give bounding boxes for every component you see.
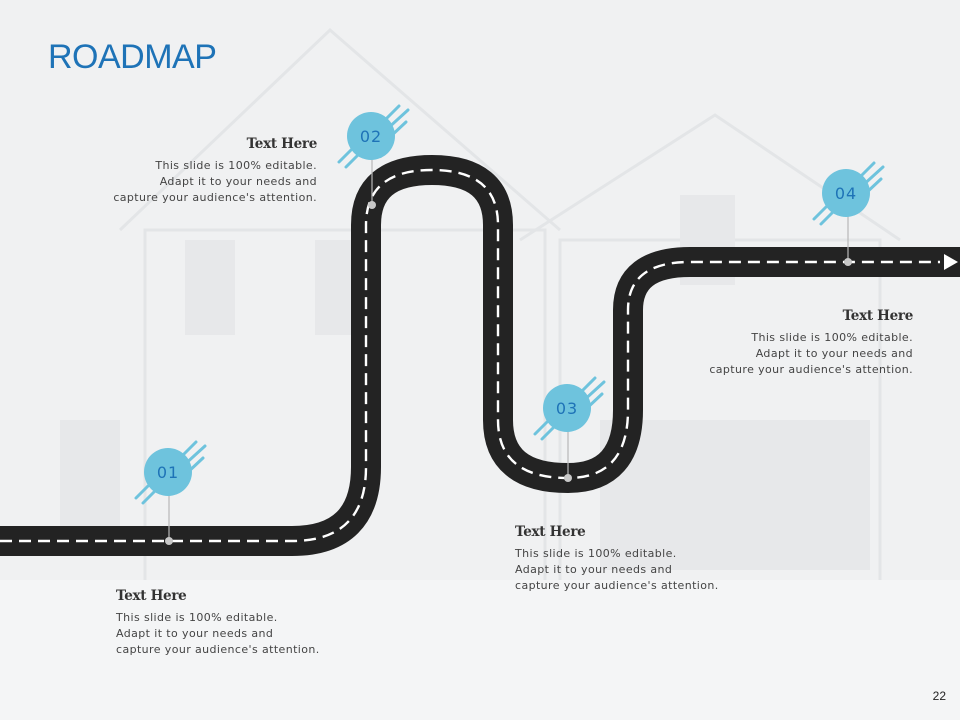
step-text-line: capture your audience's attention. bbox=[113, 191, 317, 204]
step-text-line: This slide is 100% editable. bbox=[515, 547, 677, 560]
step-text-line: Adapt it to your needs and bbox=[159, 175, 317, 188]
page-number: 22 bbox=[932, 689, 946, 703]
step-text-line: This slide is 100% editable. bbox=[116, 611, 278, 624]
step-number: 04 bbox=[835, 184, 857, 203]
step-number: 03 bbox=[556, 399, 578, 418]
step-text-line: This slide is 100% editable. bbox=[751, 331, 913, 344]
splash-icon bbox=[134, 440, 207, 505]
step-heading: Text Here bbox=[246, 136, 318, 152]
step-number: 02 bbox=[360, 127, 382, 146]
road-lane-markings bbox=[0, 168, 940, 543]
splash-icon bbox=[812, 161, 885, 226]
step-card-04: Text Here This slide is 100% editable. A… bbox=[613, 308, 913, 378]
step-text-line: This slide is 100% editable. bbox=[155, 159, 317, 172]
step-text-line: Adapt it to your needs and bbox=[755, 347, 913, 360]
step-text-line: capture your audience's attention. bbox=[709, 363, 913, 376]
slide-title: ROADMAP bbox=[48, 38, 217, 76]
step-text-line: capture your audience's attention. bbox=[515, 579, 719, 592]
step-heading: Text Here bbox=[116, 588, 187, 604]
step-marker-04[interactable]: 04 bbox=[812, 161, 885, 266]
splash-icon bbox=[337, 104, 410, 169]
step-text-line: capture your audience's attention. bbox=[116, 643, 320, 656]
step-marker-03[interactable]: 03 bbox=[533, 376, 606, 482]
step-card-02: Text Here This slide is 100% editable. A… bbox=[17, 136, 317, 206]
splash-icon bbox=[533, 376, 606, 441]
step-card-01: Text Here This slide is 100% editable. A… bbox=[116, 588, 416, 658]
step-marker-01[interactable]: 01 bbox=[134, 440, 207, 545]
road-end-arrow-icon bbox=[944, 254, 958, 270]
step-text-line: Adapt it to your needs and bbox=[116, 627, 274, 640]
step-marker-02[interactable]: 02 bbox=[337, 104, 410, 209]
step-number: 01 bbox=[157, 463, 179, 482]
step-text-line: Adapt it to your needs and bbox=[515, 563, 673, 576]
step-heading: Text Here bbox=[842, 308, 914, 324]
step-heading: Text Here bbox=[515, 524, 586, 540]
step-card-03: Text Here This slide is 100% editable. A… bbox=[515, 524, 815, 594]
